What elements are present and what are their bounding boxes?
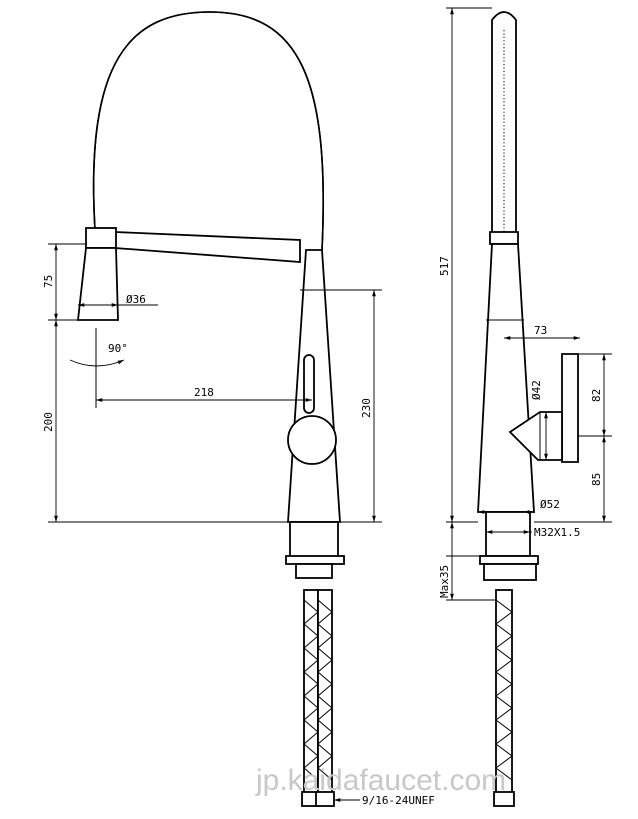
front-spray-head [76, 247, 119, 321]
side-main-body [477, 243, 535, 513]
side-braided-hose [493, 589, 515, 807]
dim-total-height: 517 [438, 256, 451, 276]
dim-spray-height: 75 [42, 275, 55, 288]
dim-handle-height: 82 [590, 389, 603, 402]
dim-spray-diameter: Ø36 [126, 293, 146, 306]
front-spray-arm [114, 231, 301, 263]
dim-handle-base: 85 [590, 473, 603, 486]
side-handle-hub [508, 411, 563, 461]
front-handle-lever [303, 354, 315, 414]
front-spray-collar [85, 227, 117, 249]
side-base [485, 511, 531, 557]
dim-reach: 218 [194, 386, 214, 399]
dim-spout-height: 200 [42, 412, 55, 432]
side-view: 517 73 Ø42 82 85 Ø52 M32X1.5 Max35 [438, 7, 612, 807]
front-braided-hoses [301, 589, 335, 807]
dim-swivel-angle: 90° [108, 342, 128, 355]
watermark: jp.kaidafaucet.com [255, 764, 506, 797]
front-view: 75 Ø36 90° 218 200 230 9/16-24UNEF [42, 11, 435, 807]
front-handle-knob [287, 415, 337, 465]
side-handle-lever [561, 353, 579, 463]
dim-handle-reach: 73 [534, 324, 547, 337]
side-hose [491, 11, 517, 239]
front-base [289, 521, 339, 559]
dim-deck-thickness: Max35 [438, 565, 451, 598]
front-hose-arch [92, 11, 325, 251]
dim-hose-thread: 9/16-24UNEF [362, 794, 435, 807]
dim-body-height: 230 [360, 398, 373, 418]
dim-handle-diameter: Ø42 [530, 380, 543, 400]
dim-base-diameter: Ø52 [540, 498, 560, 511]
dim-thread: M32X1.5 [534, 526, 580, 539]
